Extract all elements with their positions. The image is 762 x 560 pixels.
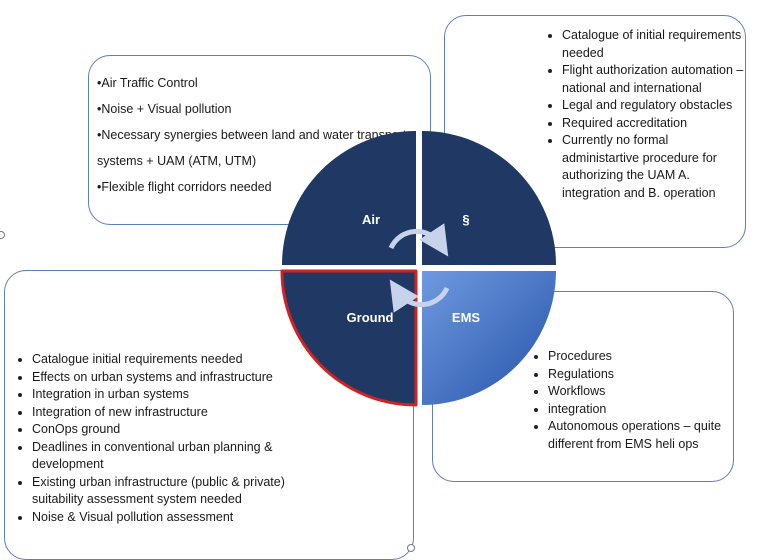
regulatory-list-item: Currently no formal administartive proce… <box>545 132 745 202</box>
regulatory-list-item: Catalogue of initial requirements needed <box>545 27 745 62</box>
air-list-item: •Air Traffic Control <box>97 76 198 90</box>
ems-list-item: Workflows <box>531 383 727 401</box>
air-list-item: •Flexible flight corridors needed <box>97 180 272 194</box>
ground-list-item: Integration of new infrastructure <box>15 404 295 422</box>
ground-quadrant-label: Ground <box>347 310 394 325</box>
ground-list-item: Effects on urban systems and infrastruct… <box>15 369 295 387</box>
ground-list-item: ConOps ground <box>15 421 295 439</box>
selection-handle <box>407 544 415 552</box>
ems-quadrant-label: EMS <box>452 310 481 325</box>
ground-list-item: Noise & Visual pollution assessment <box>15 509 295 527</box>
air-quadrant <box>282 131 416 265</box>
ground-list-item: Deadlines in conventional urban planning… <box>15 439 295 474</box>
ground-list-item: Catalogue initial requirements needed <box>15 351 295 369</box>
ems-list-item: Autonomous operations – quite different … <box>531 418 727 453</box>
ground-list-item: Integration in urban systems <box>15 386 295 404</box>
ems-quadrant <box>422 271 556 405</box>
regulatory-quadrant <box>422 131 556 265</box>
regulatory-list: Catalogue of initial requirements needed… <box>545 27 745 202</box>
ground-list: Catalogue initial requirements needed Ef… <box>15 351 295 526</box>
regulatory-quadrant-label: § <box>462 212 469 227</box>
regulatory-list-item: Flight authorization automation – nation… <box>545 62 745 97</box>
ems-list: Procedures Regulations Workflows integra… <box>531 348 727 453</box>
regulatory-list-item: Legal and regulatory obstacles <box>545 97 745 115</box>
selection-handle <box>0 231 5 239</box>
air-list-item: •Necessary synergies between land and wa… <box>97 128 407 168</box>
ems-list-item: Regulations <box>531 366 727 384</box>
ems-list-item: Procedures <box>531 348 727 366</box>
ground-list-item: Existing urban infrastructure (public & … <box>15 474 295 509</box>
air-list: •Air Traffic Control •Noise + Visual pol… <box>97 70 415 200</box>
air-quadrant-label: Air <box>362 212 380 227</box>
ground-quadrant <box>280 269 418 407</box>
ems-list-item: integration <box>531 401 727 419</box>
air-list-item: •Noise + Visual pollution <box>97 102 232 116</box>
regulatory-list-item: Required accreditation <box>545 115 745 133</box>
cycle-arrows-icon <box>388 223 450 313</box>
